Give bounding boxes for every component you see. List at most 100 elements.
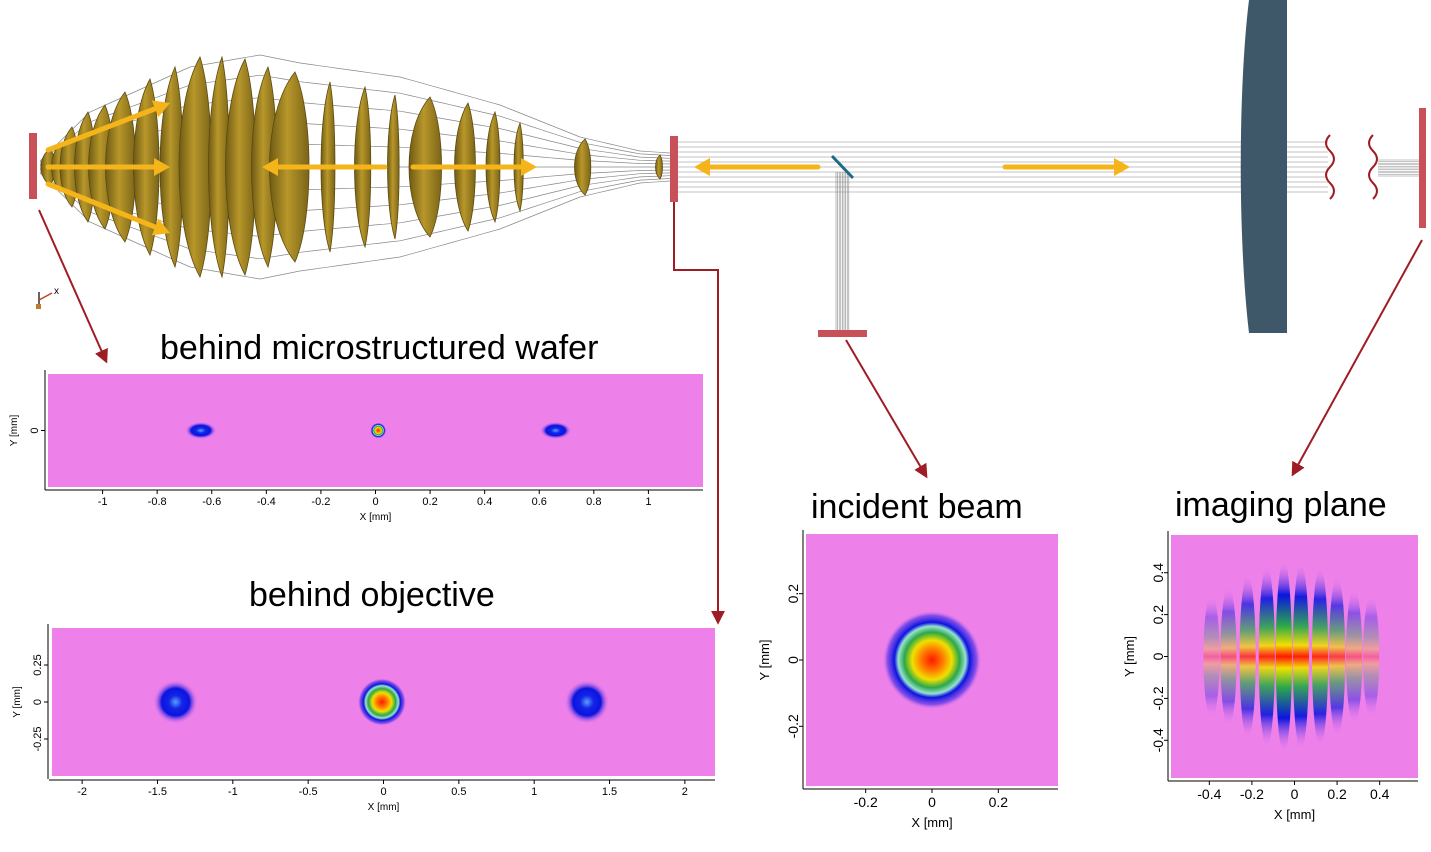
x-tick-label-5: 0.5 bbox=[451, 786, 466, 798]
x-tick-label-0: -1 bbox=[98, 496, 108, 508]
arrow-up-diag-head bbox=[151, 100, 170, 118]
y-axis-label: Y [mm] bbox=[12, 686, 23, 718]
axis-triad-icon: x bbox=[36, 286, 59, 309]
y-axis-label: Y [mm] bbox=[1122, 636, 1137, 677]
x-axis-label: X [mm] bbox=[360, 512, 392, 523]
fringe-2 bbox=[1239, 574, 1256, 739]
y-tick-label-0: -0.25 bbox=[32, 726, 44, 751]
y-tick-label-1: 0 bbox=[785, 656, 801, 664]
x-tick-label-1: -0.2 bbox=[1240, 786, 1264, 802]
wavy-break-left bbox=[1325, 134, 1335, 200]
pointer-arrows bbox=[38, 202, 1423, 625]
objective-lens-stack bbox=[40, 55, 663, 279]
fringe-3 bbox=[1258, 565, 1275, 748]
title-wafer: behind microstructured wafer bbox=[160, 329, 599, 367]
title-incident: incident beam bbox=[811, 488, 1023, 526]
fringe-6 bbox=[1311, 566, 1329, 747]
ray-front-10 bbox=[39, 172, 671, 280]
objective-detector-plane bbox=[670, 136, 678, 202]
y-tick-label-2: 0 bbox=[1150, 652, 1166, 660]
y-tick-label-0: 0 bbox=[29, 427, 41, 433]
field-spot-2 bbox=[564, 679, 610, 725]
imaging-detector-plane bbox=[1419, 108, 1426, 228]
x-tick-label-4: 0 bbox=[380, 786, 386, 798]
x-axis-label: X [mm] bbox=[368, 802, 400, 813]
x-tick-label-3: -0.4 bbox=[257, 496, 276, 508]
y-tick-label-2: 0.2 bbox=[785, 584, 801, 604]
fringe-7 bbox=[1328, 576, 1346, 737]
wafer-detector-plane bbox=[29, 133, 37, 199]
x-tick-label-0: -0.4 bbox=[1197, 786, 1221, 802]
arrow-reflect-head bbox=[694, 158, 710, 176]
arrow-transmit-head bbox=[1114, 158, 1130, 176]
arrow-up-diag-shaft bbox=[45, 106, 158, 153]
x-tick-label-1: 0 bbox=[928, 794, 936, 810]
y-axis-label: Y [mm] bbox=[757, 640, 772, 681]
x-tick-label-3: -0.5 bbox=[299, 786, 318, 798]
y-tick-label-1: -0.2 bbox=[1150, 686, 1166, 710]
x-tick-label-5: 0 bbox=[372, 496, 378, 508]
propagation-arrows bbox=[45, 100, 1130, 236]
field-spot-2 bbox=[539, 421, 572, 440]
field-spot-0 bbox=[185, 421, 217, 440]
y-axis-label: Y [mm] bbox=[9, 415, 20, 447]
lens-element-15 bbox=[387, 94, 400, 240]
x-tick-label-0: -2 bbox=[77, 786, 87, 798]
x-axis-label: X [mm] bbox=[911, 815, 952, 830]
x-tick-label-8: 0.6 bbox=[532, 496, 547, 508]
y-tick-label-2: 0.25 bbox=[32, 654, 44, 675]
x-tick-label-7: 1.5 bbox=[602, 786, 617, 798]
arrow-back-head bbox=[262, 158, 278, 176]
y-tick-label-3: 0.2 bbox=[1150, 605, 1166, 625]
x-tick-label-7: 0.4 bbox=[477, 496, 492, 508]
x-tick-label-2: 0.2 bbox=[989, 794, 1009, 810]
x-tick-label-4: -0.2 bbox=[311, 496, 330, 508]
x-tick-label-6: 1 bbox=[531, 786, 537, 798]
arrow-down-diag-head bbox=[151, 218, 170, 236]
x-tick-label-10: 1 bbox=[645, 496, 651, 508]
title-imaging: imaging plane bbox=[1175, 486, 1387, 524]
incident-detector-plane bbox=[818, 330, 867, 337]
lens-element-20 bbox=[574, 138, 592, 196]
lens-element-21 bbox=[655, 154, 663, 180]
fringe-9 bbox=[1363, 594, 1380, 719]
y-tick-label-4: 0.4 bbox=[1150, 563, 1166, 583]
title-objective: behind objective bbox=[249, 576, 495, 614]
x-tick-label-1: -0.8 bbox=[148, 496, 167, 508]
y-tick-label-1: 0 bbox=[32, 699, 44, 705]
svg-text:x: x bbox=[54, 286, 59, 297]
fringe-0 bbox=[1203, 594, 1220, 719]
fringe-1 bbox=[1220, 586, 1237, 727]
x-tick-label-1: -1.5 bbox=[148, 786, 167, 798]
lens-element-8 bbox=[178, 55, 212, 279]
wavy-break-right bbox=[1368, 134, 1378, 200]
wafer-field-plot: -1 -0.8 -0.6 -0.4 -0.2 0 0.2 0.4 0.6 0.8 1 0 X [mm] Y… bbox=[9, 370, 703, 523]
field-spot-0 bbox=[882, 610, 982, 710]
x-tick-label-0: -0.2 bbox=[854, 794, 878, 810]
y-tick-label-0: -0.4 bbox=[1150, 728, 1166, 752]
arrow-down-diag-shaft bbox=[45, 181, 158, 230]
x-tick-label-4: 0.4 bbox=[1370, 786, 1390, 802]
field-spot-1 bbox=[370, 422, 387, 439]
beam-splitter bbox=[830, 154, 855, 180]
incident-field-plot: -0.2 0 0.2 -0.2 0 0.2 X [mm] Y [mm] bbox=[757, 530, 1058, 830]
x-tick-label-9: 0.8 bbox=[586, 496, 601, 508]
x-tick-label-2: -1 bbox=[228, 786, 238, 798]
field-spot-1 bbox=[357, 678, 407, 726]
fringe-5 bbox=[1292, 563, 1309, 750]
arrow-center-head bbox=[154, 158, 170, 176]
pointer-imaging bbox=[1291, 239, 1423, 477]
glass-slab bbox=[1240, 0, 1287, 333]
x-tick-label-3: 0.2 bbox=[1327, 786, 1347, 802]
ray-front-0 bbox=[39, 54, 671, 162]
arrow-forward-head bbox=[521, 158, 537, 176]
x-tick-label-6: 0.2 bbox=[422, 496, 437, 508]
y-tick-label-0: -0.2 bbox=[785, 714, 801, 738]
x-tick-label-2: -0.6 bbox=[202, 496, 221, 508]
pointer-objective bbox=[673, 202, 725, 625]
pointer-wafer bbox=[38, 209, 108, 364]
